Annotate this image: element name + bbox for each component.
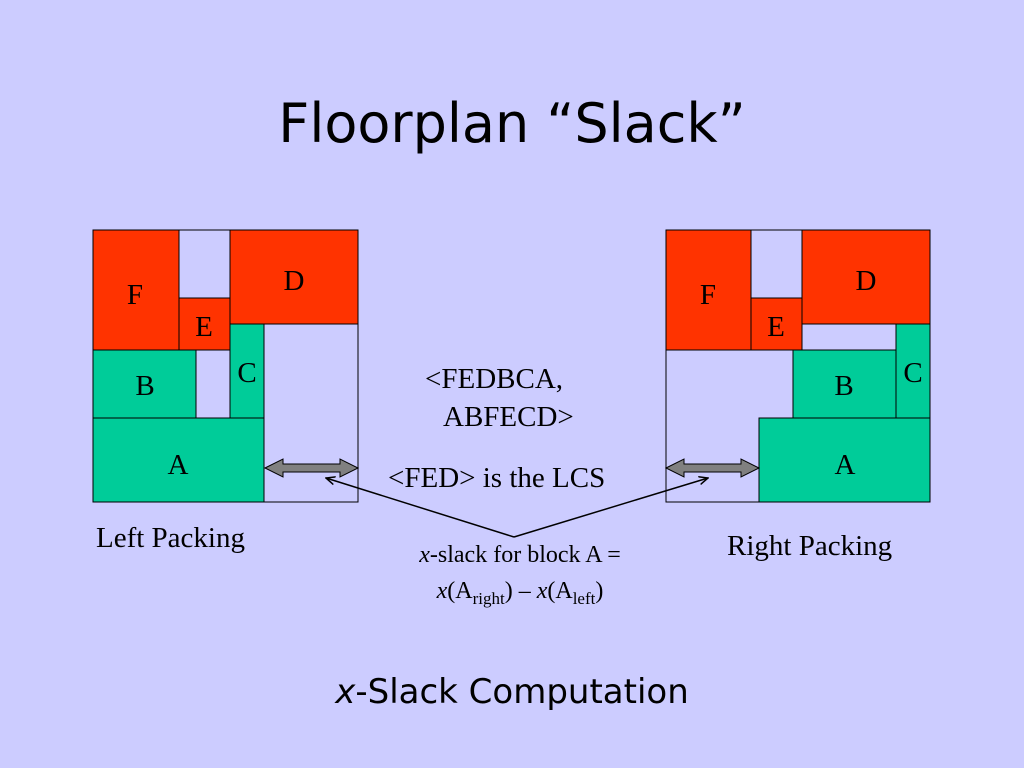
formula-close-paren: ) [595,578,604,604]
right-label-a: A [835,449,856,481]
sequence-pair: <FEDBCA, ABFECD> [425,360,574,436]
right-block-a [758,417,931,503]
left-block-e [178,297,231,351]
formula-sub-left: left [572,588,596,608]
left-block-d [229,229,359,325]
left-block-f [92,229,180,351]
formula-a-right: (A [447,578,473,604]
formula-line1: x-slack for block A = [340,537,700,573]
formula-line1-text: -slack for block A = [429,542,621,568]
right-block-f [665,229,752,351]
caption-var-x: x [335,672,356,712]
formula-minus: ) – [504,578,537,604]
sequence-pair-line2: ABFECD> [443,401,574,433]
right-label-d: D [856,265,877,297]
pointer-lines [326,478,708,538]
right-label-c: C [903,357,922,389]
sequence-pair-line1: <FEDBCA, [425,363,564,395]
pointer-to-left-arrow [326,478,515,538]
left-label-f: F [127,279,143,311]
right-packing-floorplan: F E D C B A [665,229,931,503]
left-label-e: E [195,311,213,343]
lcs-statement: <FED> is the LCS [388,462,606,494]
right-label-b: B [834,370,853,402]
left-slack-arrow [263,458,360,478]
formula-sub-right: right [472,588,505,608]
slide-caption: x-Slack Computation [0,672,1024,712]
left-label-b: B [135,370,154,402]
left-label-d: D [284,265,305,297]
left-packing-floorplan: F E D C B A [92,229,359,503]
left-packing-label: Left Packing [96,522,245,554]
right-label-e: E [767,311,785,343]
formula-a-left: (A [547,578,573,604]
right-block-d [801,229,931,325]
right-label-f: F [700,279,716,311]
right-block-c [895,323,931,419]
formula-var-x-left: x [536,578,548,604]
formula-var-x: x [419,542,430,568]
right-slack-arrow [664,458,761,478]
slack-formula: x-slack for block A = x(Aright) – x(Alef… [340,537,700,617]
left-label-a: A [168,449,189,481]
left-label-c: C [237,357,256,389]
slide-title: Floorplan “Slack” [278,92,746,155]
right-packing-label: Right Packing [727,530,893,562]
formula-line2: x(Aright) – x(Aleft) [340,573,700,617]
formula-var-x-right: x [436,578,448,604]
left-block-a [92,417,265,503]
caption-text: -Slack Computation [355,672,689,712]
left-block-b [92,349,197,419]
right-block-b [792,349,897,419]
pointer-to-right-arrow [513,478,708,538]
